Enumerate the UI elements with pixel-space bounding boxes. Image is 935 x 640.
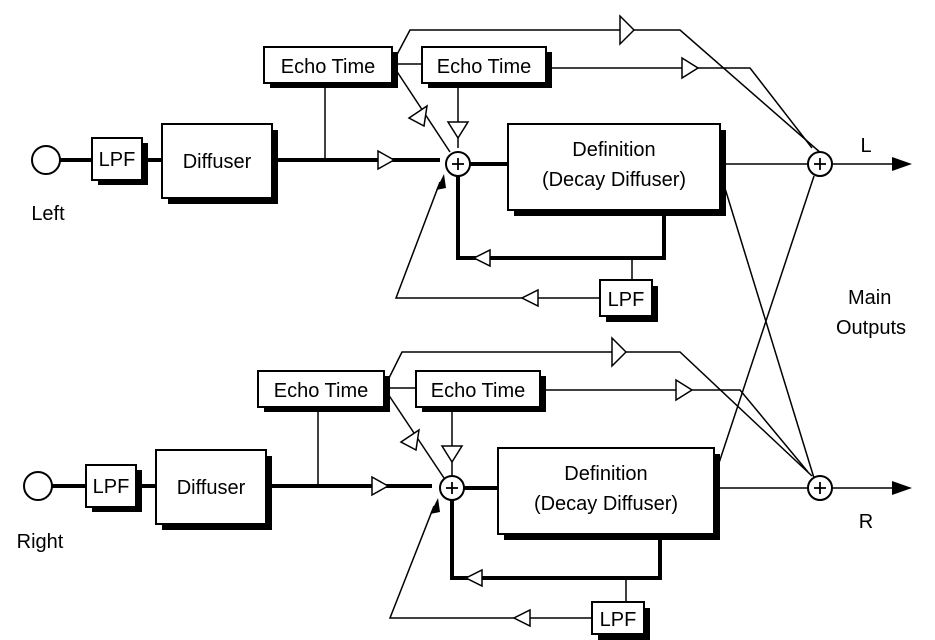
left-output-label: L	[860, 135, 871, 157]
right-echo-time-1-label: Echo Time	[274, 380, 368, 402]
right-echo-1-gain-triangle	[399, 428, 420, 452]
right-output-arrow	[892, 481, 912, 495]
right-output-label: R	[859, 511, 873, 533]
left-input-node	[31, 145, 61, 175]
right-definition-line2: (Decay Diffuser)	[534, 493, 678, 515]
right-definition-box	[497, 447, 715, 535]
right-echo-2-gain-triangle	[440, 445, 464, 464]
left-echo-1-gain-triangle	[407, 104, 428, 128]
right-tap-2-gain-triangle	[675, 378, 694, 402]
right-main-gain-triangle	[371, 475, 390, 497]
right-diffuser-box	[155, 449, 267, 525]
right-tap-1-gain-triangle	[611, 336, 628, 368]
left-main-gain-triangle	[377, 149, 396, 171]
left-tap-2-gain-triangle	[681, 56, 700, 80]
left-echo-time-1-label: Echo Time	[281, 56, 375, 78]
left-lpf-input-label: LPF	[99, 149, 136, 171]
left-output-arrow	[892, 157, 912, 171]
right-lpf-input-box	[85, 464, 137, 508]
left-channel: LPF Diffuser Echo Time Echo Time	[31, 14, 912, 322]
left-echo-time-1-box	[263, 46, 393, 84]
left-echo-2-gain-triangle	[446, 121, 470, 140]
left-diffuser-box	[161, 123, 273, 199]
left-diffuser-label: Diffuser	[183, 151, 252, 173]
right-lpf-input-label: LPF	[93, 476, 130, 498]
left-lpf-input-box	[91, 137, 143, 181]
left-lpf-feedback-box	[599, 279, 653, 317]
left-definition-box	[507, 123, 721, 211]
left-tap-1-gain-triangle	[619, 14, 636, 46]
left-echo-time-2-box	[421, 46, 547, 84]
left-feedback-gain-triangle	[472, 248, 491, 268]
right-lpf-feedback-label: LPF	[600, 609, 637, 631]
main-outputs-line2: Outputs	[836, 317, 906, 339]
left-input-label: Left	[31, 203, 65, 225]
left-echo-time-2-label: Echo Time	[437, 56, 531, 78]
right-input-node	[23, 471, 53, 501]
right-input-label: Right	[17, 531, 64, 553]
left-lpf-feedback-label: LPF	[608, 289, 645, 311]
left-lpf-gain-triangle	[520, 288, 539, 308]
left-definition-line1: Definition	[572, 139, 655, 161]
right-lpf-gain-triangle	[512, 608, 531, 628]
right-diffuser-label: Diffuser	[177, 477, 246, 499]
right-echo-time-2-label: Echo Time	[431, 380, 525, 402]
right-channel: LPF Diffuser Echo Time Echo Time	[17, 336, 912, 640]
right-definition-line1: Definition	[564, 463, 647, 485]
right-echo-time-2-box	[415, 370, 541, 408]
right-feedback-gain-triangle	[464, 568, 483, 588]
left-definition-line2: (Decay Diffuser)	[542, 169, 686, 191]
main-outputs-line1: Main	[848, 287, 891, 309]
